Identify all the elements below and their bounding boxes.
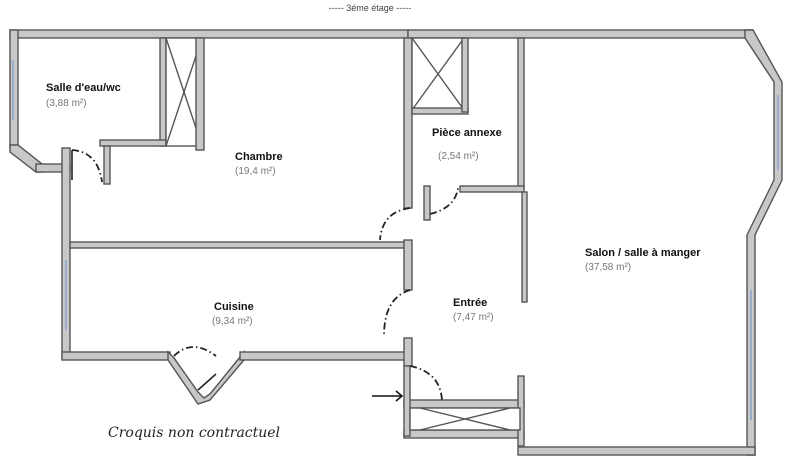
room-name-salle-eau: Salle d'eau/wc	[46, 82, 121, 94]
room-labels: Salle d'eau/wc (3,88 m²) Chambre (19,4 m…	[46, 82, 701, 327]
windows	[12, 60, 779, 420]
door-kitchen-bay	[173, 346, 217, 357]
room-area-salle-eau: (3,88 m²)	[46, 98, 87, 109]
door-annexe	[429, 187, 459, 215]
room-area-entree: (7,47 m²)	[453, 312, 494, 323]
room-name-piece-annexe: Pièce annexe	[432, 127, 502, 139]
door-chambre	[379, 207, 411, 241]
exterior-walls	[9, 29, 783, 456]
room-name-cuisine: Cuisine	[214, 301, 254, 313]
room-name-entree: Entrée	[453, 297, 487, 309]
doors	[71, 149, 459, 401]
door-entrance	[409, 365, 443, 401]
room-area-piece-annexe: (2,54 m²)	[438, 151, 479, 162]
room-area-salon: (37,58 m²)	[585, 262, 631, 273]
door-cuisine	[383, 289, 411, 337]
room-area-chambre: (19,4 m²)	[235, 166, 276, 177]
interior-walls	[69, 37, 528, 447]
room-name-salon: Salon / salle à manger	[585, 247, 701, 259]
door-salle-eau	[71, 149, 103, 183]
room-area-cuisine: (9,34 m²)	[212, 316, 253, 327]
floor-label: ----- 3éme étage -----	[329, 3, 412, 13]
room-name-chambre: Chambre	[235, 151, 283, 163]
entrance-arrow-icon	[372, 390, 404, 402]
disclaimer-note: Croquis non contractuel	[108, 425, 280, 441]
